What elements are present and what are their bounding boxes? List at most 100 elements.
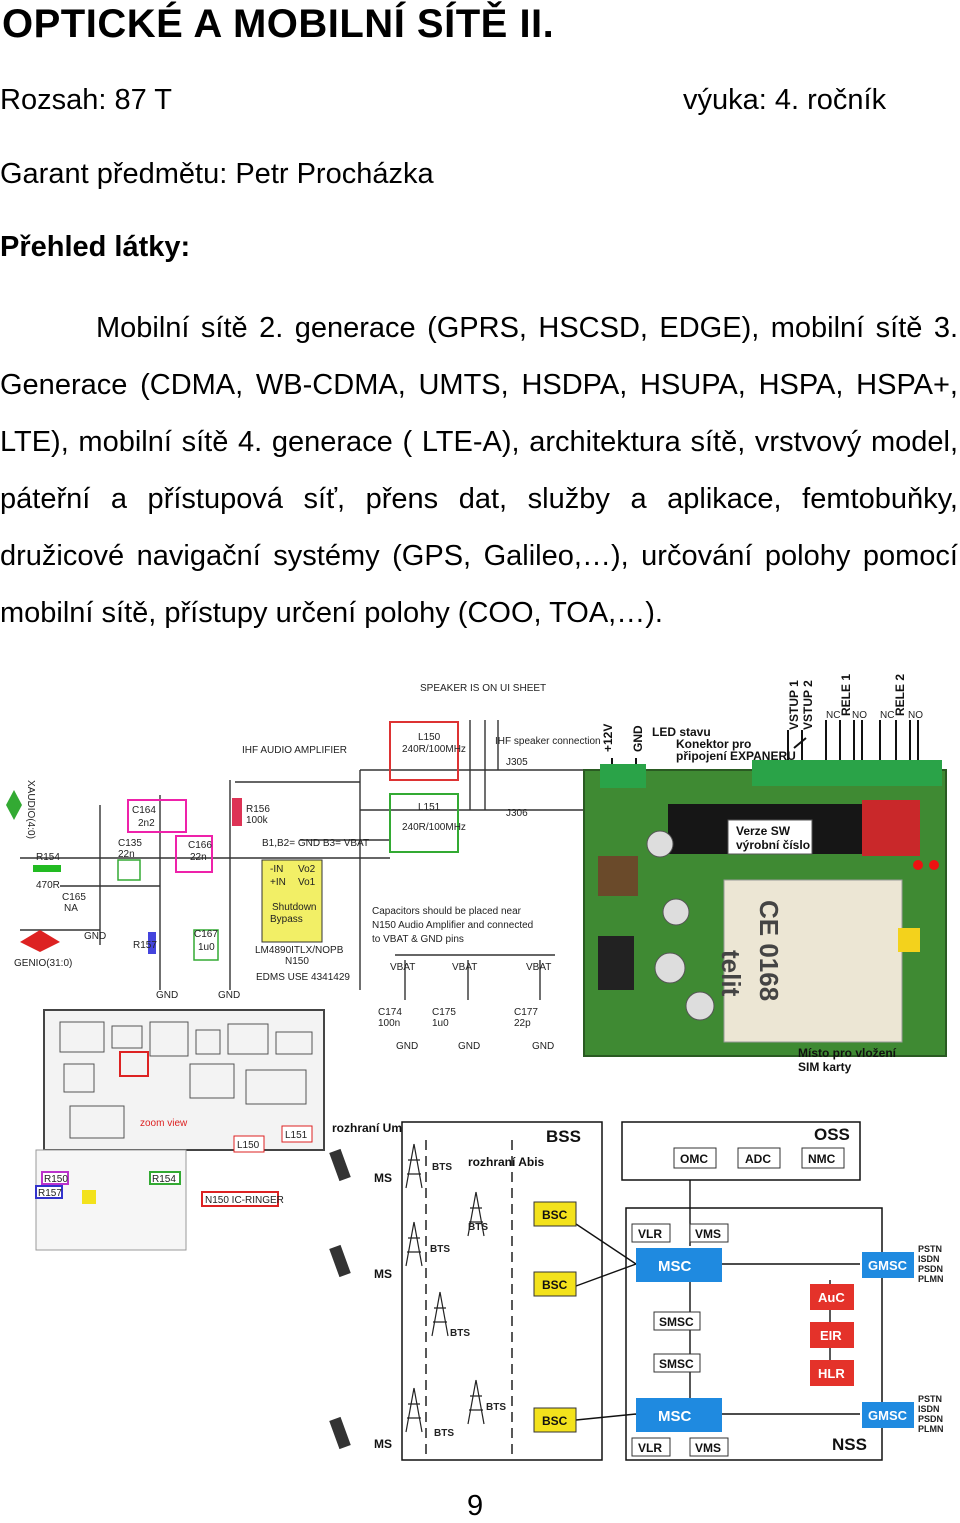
relay-block (862, 800, 920, 856)
r156-resistor (232, 798, 242, 826)
gnd-label-3: GND (218, 990, 240, 1001)
external-networks-1: PSTN ISDN PSDN PLMN (918, 1244, 944, 1284)
net-2-2: PSDN (918, 1414, 943, 1424)
gsm-abis: rozhraní Abis (468, 1155, 545, 1169)
gnd-label-5: GND (458, 1041, 480, 1052)
pcb-no-1: NO (852, 710, 867, 721)
c167-box (193, 929, 219, 961)
r157-resistor (148, 932, 156, 954)
pcb-gnd: GND (631, 725, 645, 752)
cap-note-2: N150 Audio Amplifier and connected (372, 920, 533, 931)
bss-frame (401, 1121, 603, 1461)
pcb-plus12: +12V (601, 724, 615, 752)
bts-towers (405, 1143, 485, 1433)
omc-box (673, 1147, 717, 1169)
gsm-nss: NSS (832, 1435, 867, 1454)
io-terminal (752, 760, 942, 786)
gsm-vms-2: VMS (695, 1441, 721, 1455)
amplifier-ic (261, 859, 323, 943)
capacitor-2 (662, 898, 690, 926)
pcb-connector-1: Konektor pro (676, 737, 751, 751)
r156-value: 100k (246, 815, 269, 826)
overview-paragraph: Mobilní sítě 2. generace (GPRS, HSCSD, E… (0, 300, 958, 642)
net-1-2: PSDN (918, 1264, 943, 1274)
r154-resistor (33, 865, 61, 872)
phone-board-layout: zoom view L151 L150 R150 R157 R154 N150 … (35, 1009, 325, 1251)
board-n150: N150 IC-RINGER (205, 1195, 284, 1206)
page-number: 9 (467, 1490, 484, 1522)
gnd-label-6: GND (532, 1041, 554, 1052)
c166-label: C166 (188, 840, 212, 851)
gsm-bts-3: BTS (430, 1244, 450, 1255)
ic-in-minus: -IN (270, 864, 283, 875)
c175-label: C175 (432, 1007, 456, 1018)
figure-collage: SPEAKER IS ON UI SHEET IHF AUDIO AMPLIFI… (6, 674, 947, 1461)
zoom-r150: R150 (44, 1174, 68, 1185)
teaching-text: výuka: 4. ročník (683, 84, 887, 116)
board-l151: L151 (285, 1130, 308, 1141)
audio-schematic: SPEAKER IS ON UI SHEET IHF AUDIO AMPLIFI… (6, 683, 601, 1052)
board-l150: L150 (237, 1140, 260, 1151)
ic-ref: N150 (285, 956, 309, 967)
ihf-amp-label: IHF AUDIO AMPLIFIER (242, 745, 347, 756)
gsm-vlr-1: VLR (638, 1227, 662, 1241)
gsm-ms-3: MS (374, 1437, 392, 1451)
pcb-nc-2: NC (880, 710, 894, 721)
zoom-r157: R157 (38, 1188, 62, 1199)
cap-note-1: Capacitors should be placed near (372, 906, 522, 917)
auc-box (810, 1284, 854, 1310)
gsm-gmsc-2: GMSC (868, 1408, 908, 1423)
pcb-sim-1: Místo pro vložení (798, 1046, 897, 1060)
pcb-in1: VSTUP 1 (787, 680, 801, 730)
c166-box (175, 835, 213, 873)
c175-value: 1u0 (432, 1018, 449, 1029)
gnd-label-2: GND (156, 990, 178, 1001)
ms-phone-1 (329, 1148, 351, 1182)
board-zoom-label: zoom view (140, 1118, 188, 1129)
net-2-0: PSTN (918, 1394, 942, 1404)
l151-box (389, 793, 459, 853)
gsm-auc: AuC (818, 1290, 845, 1305)
gsm-smsc-1: SMSC (659, 1315, 694, 1329)
gsm-eir: EIR (820, 1328, 842, 1343)
l151-label: L151 (418, 802, 441, 813)
c166-value: 22n (190, 852, 207, 863)
gmsc-box-1 (862, 1252, 914, 1278)
l150-label: L150 (418, 732, 441, 743)
c165-value: NA (64, 903, 78, 914)
capacitor-4 (685, 991, 715, 1021)
ms-phones: MS MS MS (329, 1148, 392, 1451)
eir-box (810, 1322, 854, 1348)
gsm-gmsc-1: GMSC (868, 1258, 908, 1273)
vms-box-2 (689, 1437, 729, 1457)
speaker-note: SPEAKER IS ON UI SHEET (420, 683, 546, 694)
c164-box (127, 799, 187, 833)
gsm-adc: ADC (745, 1152, 771, 1166)
cap-note-3: to VBAT & GND pins (372, 934, 464, 945)
vms-box-1 (689, 1223, 729, 1243)
ms-phone-3 (329, 1416, 351, 1450)
adc-box (737, 1147, 781, 1169)
nss-frame (625, 1207, 883, 1461)
led-indicator-2 (929, 860, 939, 870)
board-components (59, 1021, 313, 1139)
l151-value: 240R/100MHz (402, 822, 466, 833)
gsm-vms-1: VMS (695, 1227, 721, 1241)
pcb-module-brand: telit (716, 950, 746, 997)
gsm-oss: OSS (814, 1125, 850, 1144)
c177-value: 22p (514, 1018, 531, 1029)
pcb-in2: VSTUP 2 (801, 680, 815, 730)
gsm-ms-1: MS (374, 1171, 392, 1185)
gsm-um: rozhraní Um (332, 1121, 402, 1135)
board-outline (43, 1009, 325, 1151)
oss-frame (621, 1121, 861, 1181)
gsm-bsc-1: BSC (542, 1208, 568, 1222)
gsm-omc: OMC (680, 1152, 708, 1166)
gsm-bsc-2: BSC (542, 1278, 568, 1292)
xaudio-label: XAUDIO(4:0) (25, 780, 36, 839)
genio-connector-shape (20, 930, 60, 952)
pcb-rele2: RELE 2 (893, 674, 907, 716)
gsm-vlr-2: VLR (638, 1441, 662, 1455)
nmc-box (801, 1147, 845, 1169)
gsm-bss: BSS (546, 1127, 581, 1146)
